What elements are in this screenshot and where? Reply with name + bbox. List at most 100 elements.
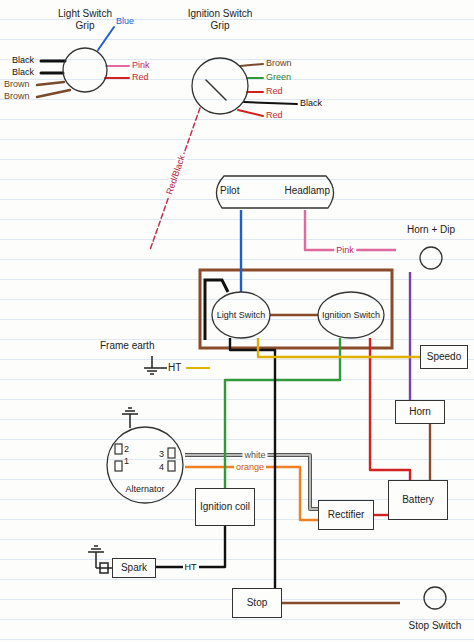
alternator-terminals (168, 461, 175, 471)
wire-label: Black (12, 67, 34, 78)
horn: Horn (395, 400, 445, 424)
earth-symbols (151, 356, 153, 368)
component-label: Headlamp (284, 185, 330, 197)
component-label: Rectifier (328, 509, 365, 521)
wire (429, 424, 431, 480)
wire (258, 338, 420, 357)
wire (282, 602, 400, 604)
wire-label: Brown (4, 79, 30, 90)
component-label: Ignition coil (200, 501, 250, 513)
light-switch-leads (105, 77, 129, 79)
wire-label: Red (266, 86, 283, 97)
earth-symbols (125, 410, 135, 412)
alternator-terminals (115, 461, 122, 471)
wire (225, 338, 340, 488)
component-label: Horn (409, 406, 431, 418)
headlamp-outline (216, 176, 333, 208)
light-switch-leads (37, 27, 129, 97)
component-label: Speedo (427, 351, 461, 363)
earth-symbols (91, 548, 101, 550)
wire-label: orange (234, 462, 266, 473)
stop-switch-outline (424, 587, 446, 609)
wire (282, 603, 400, 604)
alternator-outline (107, 427, 183, 503)
wire-label: Red (132, 72, 149, 83)
wire-label: 2 (124, 444, 129, 455)
spark-plug-symbol (96, 563, 112, 573)
battery: Battery (388, 480, 448, 520)
horn-dip-switch: Horn + Dip (396, 222, 466, 272)
component-label: Battery (402, 494, 434, 506)
wire-label: 1 (124, 456, 129, 467)
wire-label: Red (266, 110, 283, 121)
wire-label: HT (183, 562, 199, 573)
component-label: Stop Switch (409, 620, 462, 632)
alternator-terminals (115, 444, 122, 454)
ignition-switch: Ignition Switch (318, 292, 384, 338)
component-label: Spark (121, 562, 147, 574)
ignition-switch-leads (150, 108, 200, 250)
earth-symbols (147, 370, 157, 372)
wire (230, 338, 275, 588)
switch-detail-outline (192, 58, 248, 114)
wire-label: Blue (116, 16, 134, 27)
earth-symbols (150, 373, 154, 375)
alternator-terminals (115, 444, 175, 471)
wire-label: Frame earth (100, 340, 154, 352)
ignition-coil: Ignition coil (195, 488, 255, 526)
wire-label: Pink (132, 60, 150, 71)
spark-plug: Spark (112, 558, 156, 578)
light-switch-leads (41, 72, 63, 75)
earth-symbols (186, 367, 210, 369)
earth-symbols (160, 367, 167, 369)
earth-symbols (88, 356, 210, 568)
earth-symbols (95, 552, 97, 568)
component-label: Stop (247, 597, 268, 609)
ignition-switch-leads (247, 91, 263, 93)
stop-lamp: Stop (232, 588, 282, 618)
switch-detail: Ignition SwitchGrip (178, 6, 262, 131)
earth-symbols (88, 551, 104, 553)
wire (270, 315, 318, 316)
alternator-terminals (168, 448, 175, 458)
component-label: Ignition Switch (322, 309, 380, 321)
light-switch-leads (41, 60, 65, 63)
light-switch-leads (98, 27, 114, 50)
light-switch-leads (37, 82, 64, 85)
wire (410, 272, 411, 400)
wire (225, 338, 340, 488)
switch-housing (200, 270, 392, 348)
ignition-switch-leads (244, 102, 297, 104)
wire-label: Black (12, 55, 34, 66)
earth-symbols (128, 407, 132, 409)
rectifier: Rectifier (318, 500, 374, 530)
switch-housing (200, 270, 392, 348)
earth-symbols (94, 545, 98, 547)
headlamp: Pilot Headlamp (210, 172, 340, 210)
wire-label: HT (168, 362, 181, 374)
wire (409, 272, 411, 400)
component-label: Pilot (220, 185, 239, 197)
ignition-switch-outline (318, 292, 384, 338)
wire-label: Red/Black (163, 152, 188, 198)
component-label: Horn + Dip (407, 224, 455, 236)
wire (374, 515, 388, 516)
wire-label: Black (300, 98, 322, 109)
component-label: Grip (76, 20, 95, 32)
wire-label: 3 (159, 449, 164, 460)
alternator: Alternator (105, 425, 185, 505)
earth-symbols (144, 367, 160, 369)
wire-label: Pink (334, 245, 356, 256)
ignition-switch-leads (238, 110, 263, 116)
horn-dip-switch-outline (420, 247, 442, 269)
wire-label: 4 (159, 462, 164, 473)
ignition-switch-leads (247, 77, 263, 79)
wire (430, 424, 431, 480)
ignition-switch-leads (240, 64, 263, 66)
wire (240, 210, 242, 292)
ignition-switch-leads (206, 80, 226, 100)
light-switch: Light Switch (212, 292, 270, 338)
ignition-switch-leads (150, 64, 297, 250)
wire (374, 514, 388, 516)
